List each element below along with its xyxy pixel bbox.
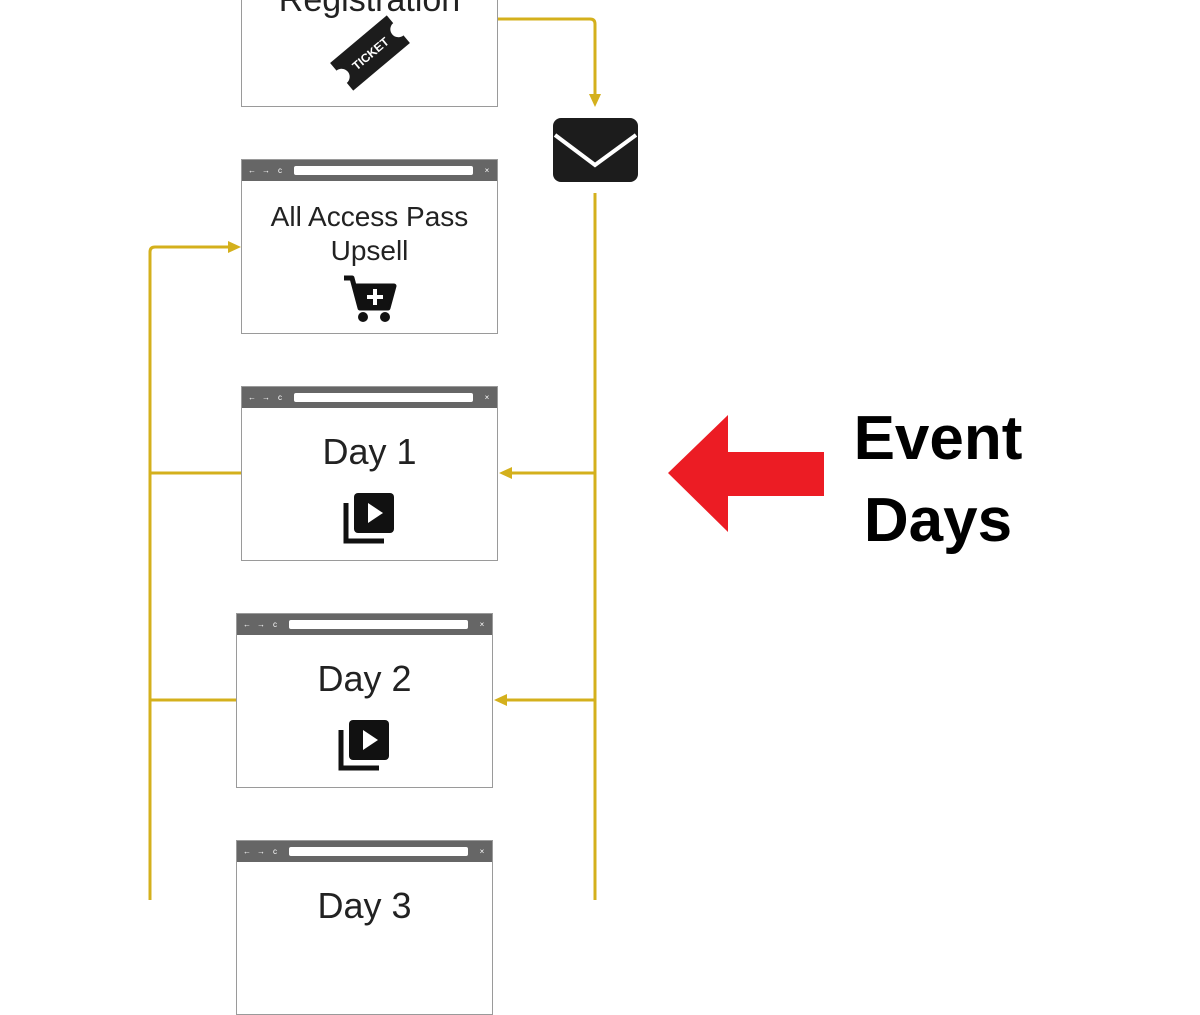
callout-line-1: Event — [853, 404, 1023, 473]
upsell-page: ← → c × All Access Pass Upsell — [241, 159, 498, 334]
email-icon — [553, 118, 638, 182]
connectors — [148, 17, 824, 900]
back-icon: ← — [243, 847, 251, 856]
registration-page: Registration TICKET — [241, 0, 498, 107]
arrowhead-day1 — [499, 467, 512, 479]
browser-bar: ← → c × — [237, 841, 492, 862]
forward-icon: → — [262, 393, 270, 402]
cart-plus-icon — [343, 275, 396, 322]
day-2-page: ← → c × Day 2 — [236, 613, 493, 788]
registration-title: Registration — [278, 0, 461, 19]
refresh-icon: c — [278, 393, 282, 402]
arrowhead-day2 — [494, 694, 507, 706]
upsell-return-line — [148, 245, 228, 900]
day-1-title: Day 1 — [322, 431, 417, 472]
refresh-icon: c — [278, 166, 282, 175]
url-bar — [289, 847, 468, 856]
forward-icon: → — [257, 847, 265, 856]
close-icon: × — [484, 393, 490, 402]
callout-line-2: Days — [863, 486, 1013, 555]
url-bar — [289, 620, 468, 629]
upsell-title-1: All Access Pass — [270, 201, 469, 232]
day-3-title: Day 3 — [317, 885, 412, 926]
arrowhead-upsell — [228, 241, 241, 253]
ticket-icon: TICKET — [329, 15, 410, 91]
event-days-callout: Event Days — [820, 398, 1056, 562]
day-1-page: ← → c × Day 1 — [241, 386, 498, 561]
upsell-title-2: Upsell — [330, 235, 409, 266]
browser-bar: ← → c × — [242, 387, 497, 408]
registration-to-email-line — [498, 17, 597, 95]
forward-icon: → — [257, 620, 265, 629]
close-icon: × — [479, 847, 485, 856]
close-icon: × — [484, 166, 490, 175]
back-icon: ← — [248, 393, 256, 402]
refresh-icon: c — [273, 847, 277, 856]
refresh-icon: c — [273, 620, 277, 629]
browser-bar: ← → c × — [237, 614, 492, 635]
day-3-page: ← → c × Day 3 — [236, 840, 493, 1015]
browser-bar: ← → c × — [242, 160, 497, 181]
url-bar — [294, 166, 473, 175]
red-arrow-icon — [668, 415, 824, 532]
forward-icon: → — [262, 166, 270, 175]
back-icon: ← — [248, 166, 256, 175]
close-icon: × — [479, 620, 485, 629]
video-library-icon — [338, 720, 389, 771]
video-library-icon — [343, 493, 394, 544]
url-bar — [294, 393, 473, 402]
day-2-title: Day 2 — [317, 658, 412, 699]
arrowhead-email — [589, 94, 601, 107]
back-icon: ← — [243, 620, 251, 629]
